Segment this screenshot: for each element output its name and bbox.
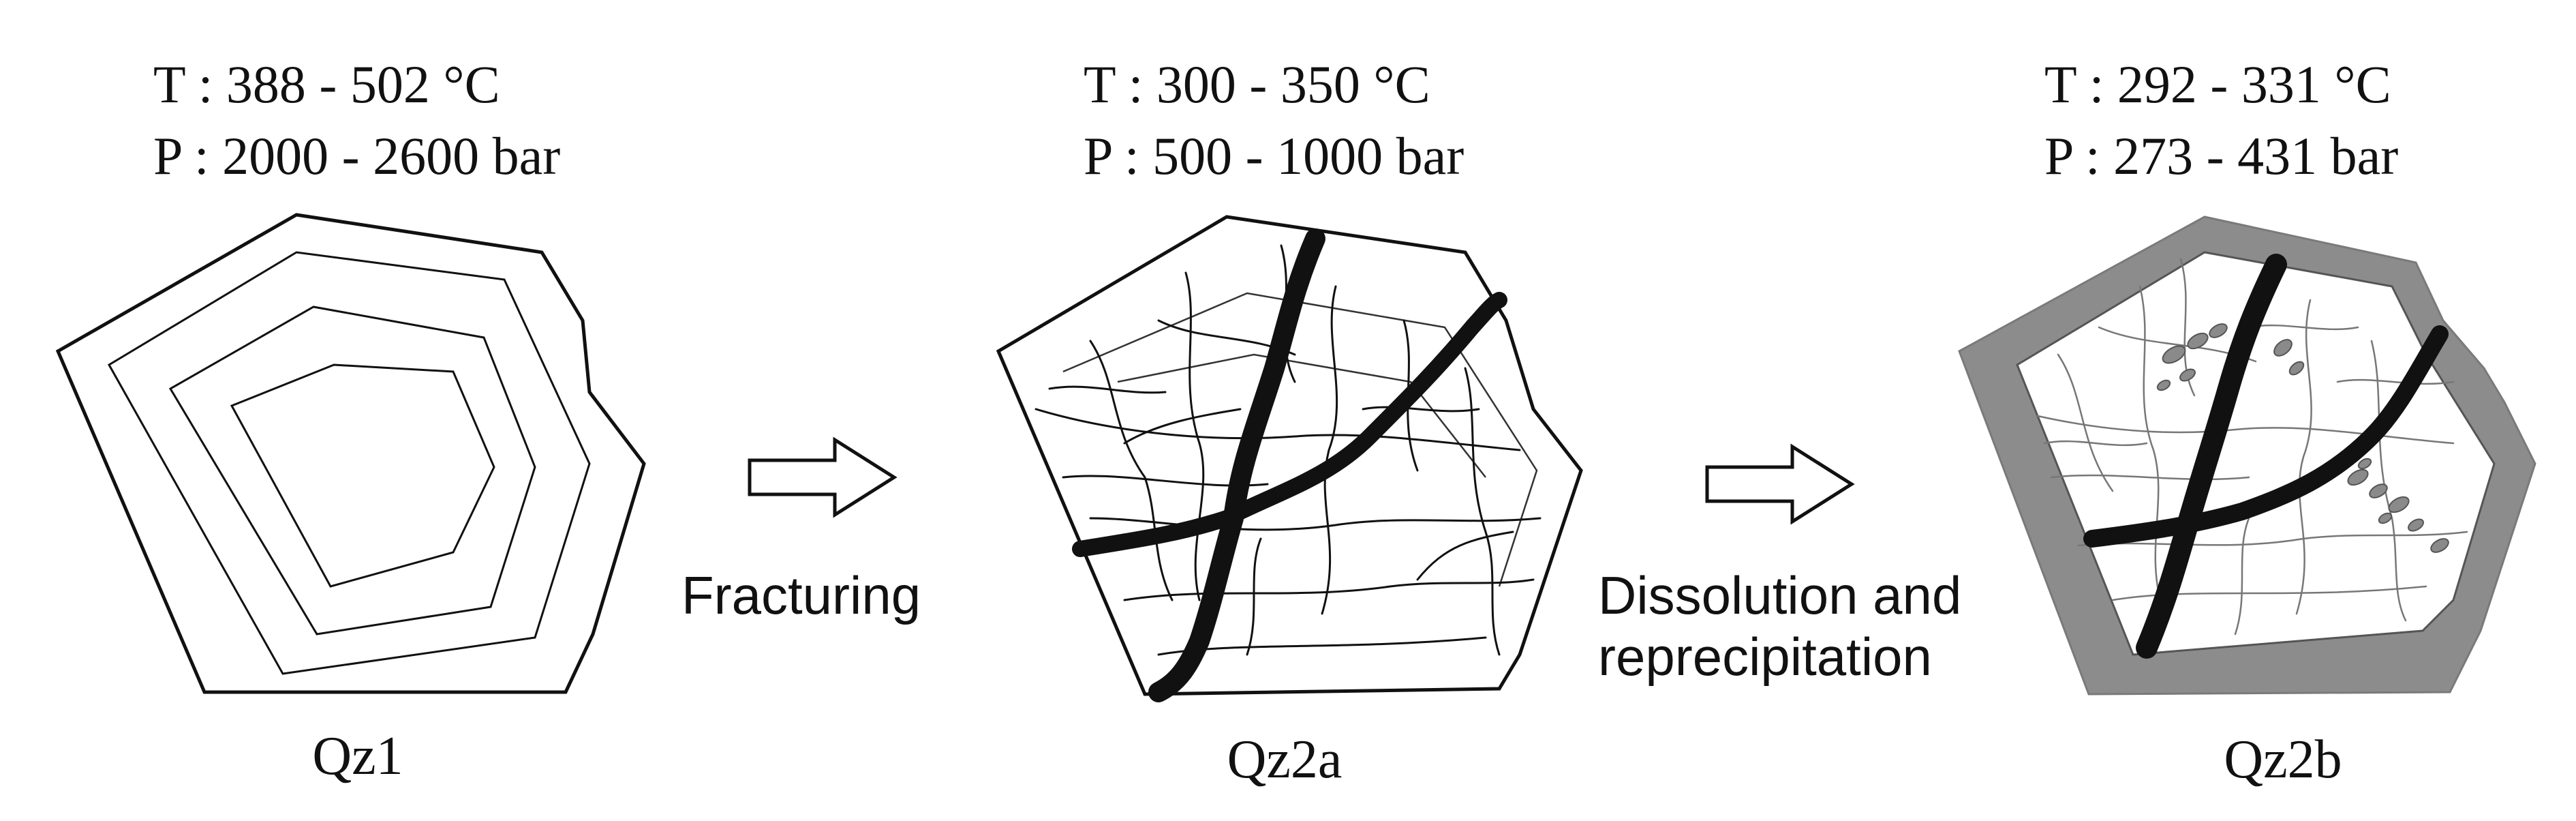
qz2a-veins	[1072, 228, 1507, 702]
fracturing-label: Fracturing	[681, 565, 921, 625]
qz2b-pressure: P : 273 - 431 bar	[2044, 126, 2398, 185]
qz2a-crystal-outline	[996, 215, 1583, 696]
qz1-growth-zone-3	[230, 363, 495, 588]
qz1-temperature: T : 388 - 502 °C	[153, 55, 500, 114]
dissolution-label-line2: reprecipitation	[1598, 627, 1932, 687]
qz2b-label: Qz2b	[2224, 730, 2342, 790]
qz2a-relict-zoning	[1062, 292, 1538, 587]
qz2b-fluid-inclusions	[2156, 323, 2449, 553]
qz1-crystal	[55, 213, 646, 694]
stage-qz2b: T : 292 - 331 °C P : 273 - 431 bar	[1958, 55, 2536, 790]
process-dissolution: Dissolution and reprecipitation	[1598, 443, 1961, 687]
qz2a-label: Qz2a	[1227, 730, 1343, 790]
qz1-label: Qz1	[312, 726, 403, 786]
qz2a-temperature: T : 300 - 350 °C	[1084, 55, 1430, 114]
stage-qz1: T : 388 - 502 °C P : 2000 - 2600 bar Qz1	[55, 55, 646, 786]
qz1-outer-boundary	[55, 213, 646, 694]
right-arrow-icon	[748, 436, 898, 518]
process-fracturing: Fracturing	[681, 436, 921, 625]
qz1-pressure: P : 2000 - 2600 bar	[153, 126, 560, 185]
qz2b-veins	[2083, 254, 2449, 659]
qz2b-temperature: T : 292 - 331 °C	[2044, 55, 2391, 114]
qz1-growth-zone-2	[168, 305, 536, 636]
right-arrow-icon	[1705, 443, 1855, 525]
stage-qz2a: T : 300 - 350 °C P : 500 - 1000 bar	[996, 55, 1583, 790]
dissolution-label-line1: Dissolution and	[1598, 565, 1961, 625]
qz2a-microfractures	[1034, 244, 1542, 656]
qz1-growth-zone-1	[107, 251, 591, 675]
qz2a-pressure: P : 500 - 1000 bar	[1084, 126, 1464, 185]
